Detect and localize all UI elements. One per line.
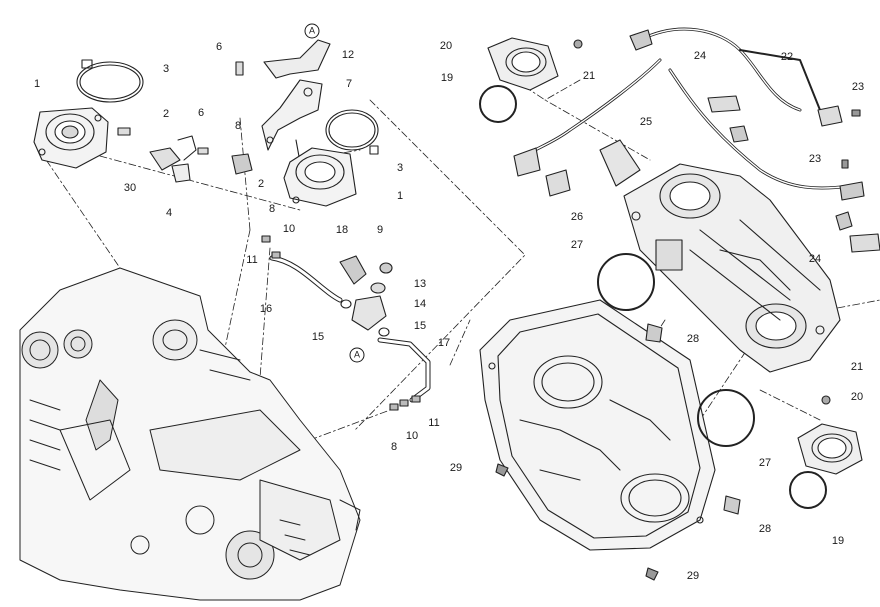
callout-21-bottom: 21 [850, 361, 864, 373]
callout-20-bottom: 20 [850, 391, 864, 403]
throttle-body-left [33, 59, 144, 169]
callout-3-mid: 3 [396, 162, 404, 174]
callout-14: 14 [413, 298, 427, 310]
o-rings [479, 85, 827, 509]
callout-24-top: 24 [693, 50, 707, 62]
reference-mark-a-mid: A [349, 347, 365, 363]
callout-12: 12 [341, 49, 355, 61]
callout-27-bottom: 27 [758, 457, 772, 469]
injectors [707, 95, 880, 253]
callout-1-mid: 1 [396, 190, 404, 202]
callout-4: 4 [165, 207, 173, 219]
callout-29-bottom: 29 [686, 570, 700, 582]
reference-mark-a-top: A [304, 23, 320, 39]
callout-7: 7 [345, 78, 353, 90]
throttle-body-assembly [623, 163, 841, 373]
callout-28-bottom: 28 [758, 523, 772, 535]
sensor-bracket-left [149, 135, 197, 183]
callout-26: 26 [570, 211, 584, 223]
callout-1-left: 1 [33, 78, 41, 90]
callout-11-top: 11 [246, 254, 258, 266]
callout-23-top: 23 [851, 81, 865, 93]
intake-flanges [487, 37, 863, 475]
callout-16: 16 [259, 303, 273, 315]
callout-11-bottom: 11 [428, 417, 440, 429]
callout-8-bottom: 8 [390, 441, 398, 453]
callout-10-top: 10 [282, 223, 296, 235]
callout-15-left: 15 [311, 331, 325, 343]
callout-10-bottom: 10 [405, 430, 419, 442]
callout-24-right: 24 [808, 253, 822, 265]
callout-2-left: 2 [162, 108, 170, 120]
callout-30: 30 [123, 182, 137, 194]
callout-6-top: 6 [215, 41, 223, 53]
callout-21-top: 21 [582, 70, 596, 82]
wiring-harness [513, 27, 852, 197]
callout-22: 22 [780, 51, 794, 63]
callout-19-bottom: 19 [831, 535, 845, 547]
callout-25: 25 [639, 116, 653, 128]
airbox-screws [495, 323, 741, 581]
callout-9: 9 [376, 224, 384, 236]
callout-17: 17 [437, 337, 451, 349]
callout-15-right: 15 [413, 320, 427, 332]
bracket-top-middle [261, 39, 331, 151]
callout-8-top: 8 [234, 120, 242, 132]
cap-part [231, 153, 253, 175]
callout-8-left: 8 [268, 203, 276, 215]
callout-2-mid: 2 [257, 178, 265, 190]
callout-28-top: 28 [686, 333, 700, 345]
callout-23-mid: 23 [808, 153, 822, 165]
hoses-fittings [261, 235, 431, 411]
small-bolts-left [117, 61, 301, 163]
callout-6-mid: 6 [197, 107, 205, 119]
callout-19-top: 19 [440, 72, 454, 84]
callout-29-left: 29 [449, 462, 463, 474]
sensor-stack-middle [339, 255, 393, 337]
airbox [479, 299, 716, 551]
callout-20-top: 20 [439, 40, 453, 52]
callout-18: 18 [335, 224, 349, 236]
throttle-body-middle [283, 109, 379, 207]
callout-27-top: 27 [570, 239, 584, 251]
engine-block [19, 267, 361, 601]
callout-13: 13 [413, 278, 427, 290]
callout-3-left: 3 [162, 63, 170, 75]
